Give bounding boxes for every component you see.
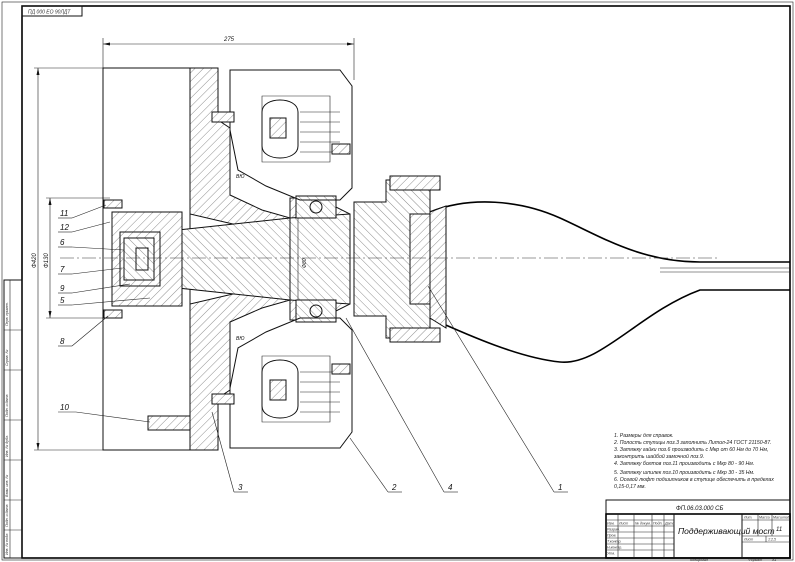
stamp-utv: Утв. xyxy=(607,552,615,556)
bearing-mark-lower: ВЮ xyxy=(236,336,244,342)
callout-7: 7 xyxy=(60,265,65,274)
side-strip-4: Инв. № дубл. xyxy=(5,435,9,457)
title-block: ФП.06.03.000 СБ Изм. Лист № докум. Подп.… xyxy=(605,499,791,562)
doc-number-top: ФП.06.03.000 СБ xyxy=(676,506,723,512)
side-strip-7: Перв. примен. xyxy=(5,302,9,326)
callout-9: 9 xyxy=(60,284,65,293)
scale-value: 1:2,5 xyxy=(768,538,776,542)
stamp-lit: Лит. xyxy=(743,516,752,520)
bearing-mark-upper: ВЮ xyxy=(236,174,244,180)
note-6: 6. Осевой люфт подшипников в ступице обе… xyxy=(614,476,774,483)
dim-width: 275 xyxy=(223,37,235,43)
sheet-number: 11 xyxy=(776,527,782,533)
note-6b: 0,15-0,17 мм. xyxy=(614,484,646,490)
stud-10 xyxy=(147,415,191,431)
corner-code-box xyxy=(21,5,83,17)
dim-height-inner: Ф130 xyxy=(44,253,50,268)
callout-11: 11 xyxy=(60,209,68,218)
callout-12: 12 xyxy=(60,223,69,232)
stamp-data: Дата xyxy=(664,522,674,526)
format-label: Формат xyxy=(748,558,762,562)
stamp-prov: Пров. xyxy=(607,534,616,538)
drawing-title: Поддерживающий мост xyxy=(678,526,775,536)
spindle xyxy=(177,213,351,305)
bearing-lower xyxy=(295,299,337,323)
side-strip-2: Подп. и дата xyxy=(5,505,9,528)
stamp-izm: Изм. xyxy=(607,522,615,526)
callout-8: 8 xyxy=(60,337,65,346)
stamp-ndoc: № докум. xyxy=(635,522,651,526)
dim-height-outer: Ф420 xyxy=(32,253,38,268)
axle-beam xyxy=(429,201,790,363)
callout-6: 6 xyxy=(60,238,65,247)
side-strip: Инв. № подл. Подп. и дата Взам. инв. № И… xyxy=(3,279,23,559)
note-3: 3. Затяжку гайки поз.6 производить с Мкр… xyxy=(614,446,768,453)
callout-3: 3 xyxy=(238,483,243,492)
side-strip-3: Взам. инв. № xyxy=(5,475,9,497)
caliper-upper xyxy=(229,69,353,201)
note-2: 2. Полость ступицы поз.3 заполнить Литол… xyxy=(613,440,772,446)
callout-5: 5 xyxy=(60,296,65,305)
note-5: 5. Затяжку шпилек поз.10 производить с М… xyxy=(614,470,755,476)
note-4: 4. Затяжку болтов поз.11 производить с М… xyxy=(614,461,754,467)
side-strip-1: Инв. № подл. xyxy=(5,533,9,555)
side-strip-5: Подп. и дата xyxy=(5,395,9,418)
bearing-upper xyxy=(295,195,337,219)
caliper-lower xyxy=(229,317,353,449)
copied-label: Копировал xyxy=(690,558,708,562)
stamp-masshtab: Масштаб xyxy=(773,516,791,520)
technical-notes: 1. Размеры для справок. 2. Полость ступи… xyxy=(613,433,774,490)
note-1: 1. Размеры для справок. xyxy=(614,433,674,439)
dim-shaft: Ф80 xyxy=(302,258,308,268)
callout-10: 10 xyxy=(60,403,69,412)
stamp-massa: Масса xyxy=(759,516,770,520)
corner-code: ПД 000 ЕО 90ЛДТ xyxy=(28,10,71,16)
format-value: А1 xyxy=(771,558,776,562)
drawing-body: 275 Ф420 Ф130 Ф80 xyxy=(32,37,790,451)
stamp-podp: Подп. xyxy=(653,522,663,526)
stamp-tkontr: Т.контр. xyxy=(607,540,622,544)
callout-1: 1 xyxy=(558,483,562,492)
stamp-nkontr: Н.контр. xyxy=(607,546,622,550)
stamp-list: Лист xyxy=(618,522,628,526)
callouts: 11 12 6 7 9 5 8 10 3 2 4 1 xyxy=(58,204,568,493)
callout-4: 4 xyxy=(448,483,453,492)
stamp-list2: Лист xyxy=(743,538,753,542)
stamp-razrab: Разраб. xyxy=(607,528,620,532)
callout-2: 2 xyxy=(391,483,397,492)
side-strip-6: Справ. № xyxy=(5,350,9,366)
note-3b: законтрить шайбой замочной поз.9. xyxy=(613,453,704,460)
